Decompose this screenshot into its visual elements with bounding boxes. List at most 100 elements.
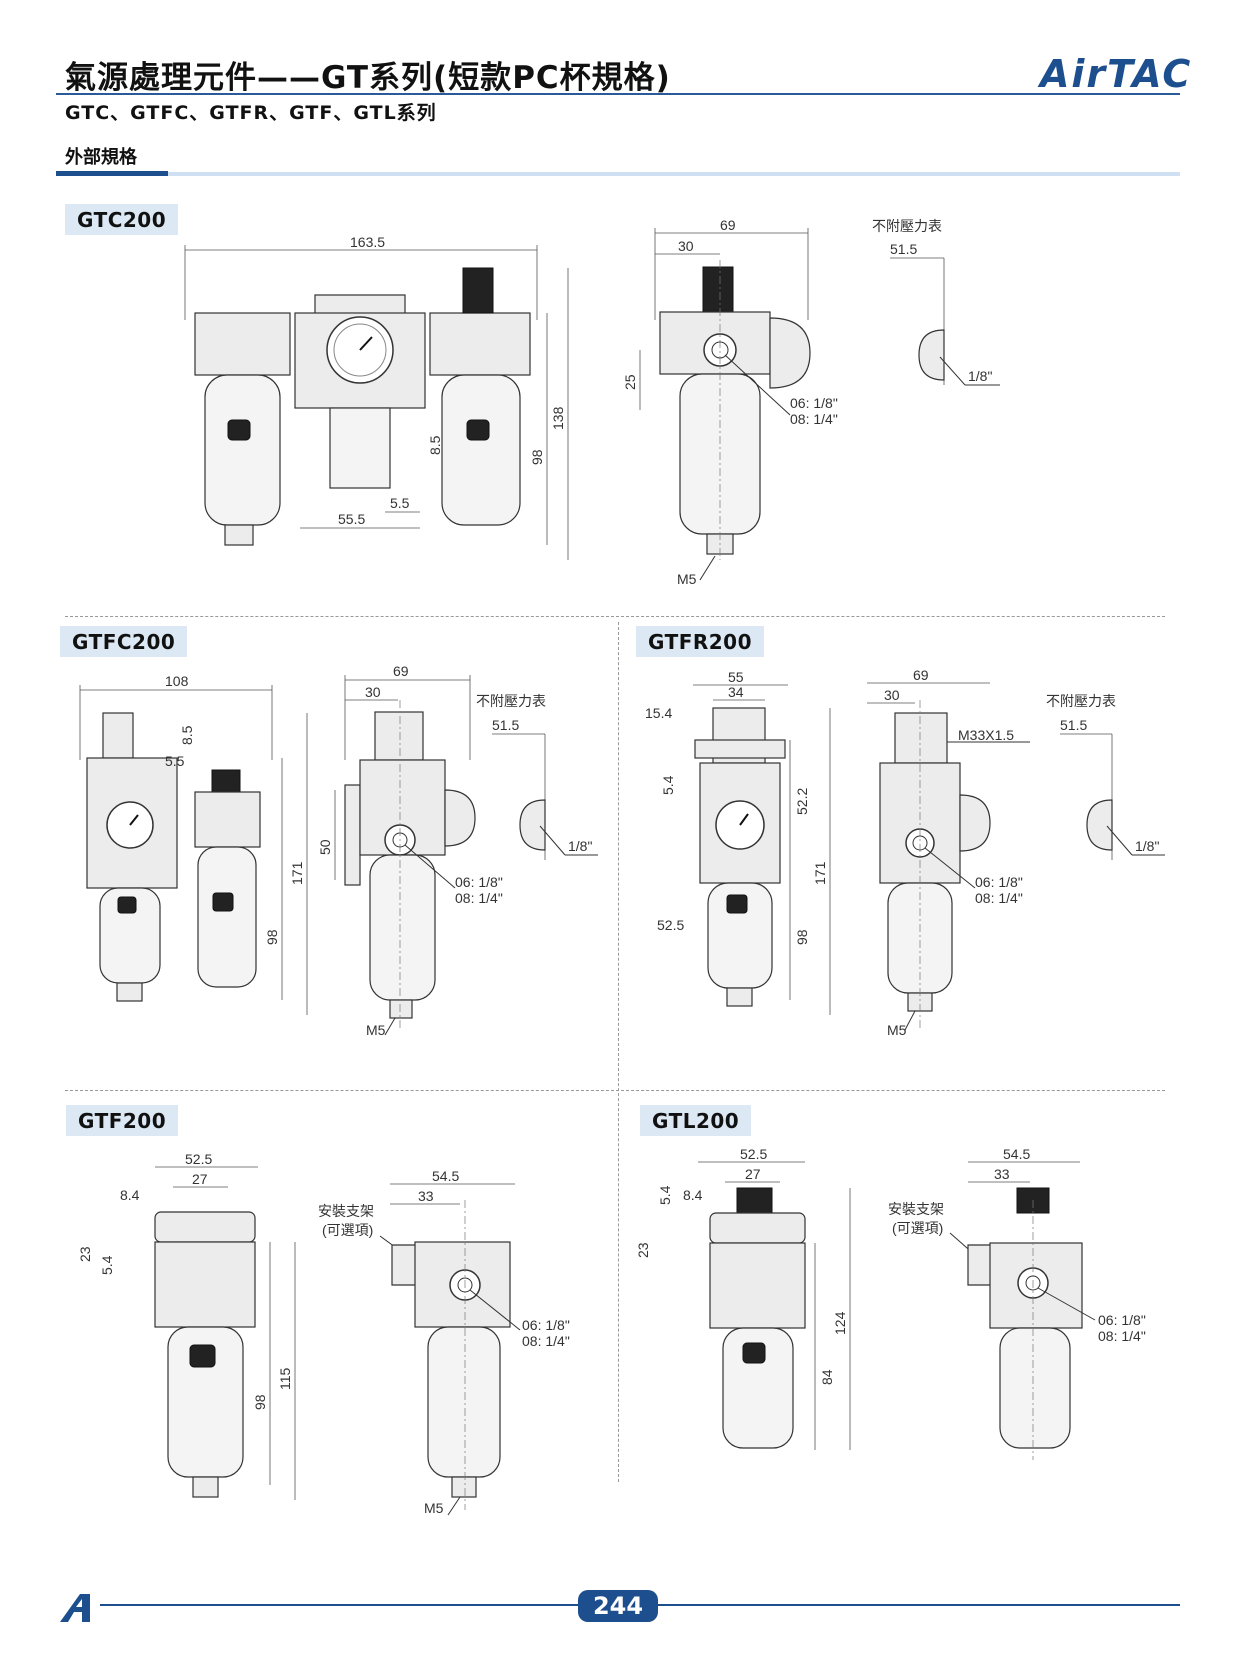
dim-gtc-138: 138 (550, 406, 566, 430)
dim-gtfr-34: 34 (728, 684, 744, 700)
gtfc-gauge-1-8: 1/8" (568, 838, 592, 854)
gtfr-gauge-51-5: 51.5 (1060, 717, 1087, 733)
dim-gtf-33: 33 (418, 1188, 434, 1204)
dim-gtl-8-4: 8.4 (683, 1187, 703, 1203)
dim-gtf-54-5: 54.5 (432, 1168, 459, 1184)
dim-gtl-23: 23 (635, 1242, 651, 1258)
port-gtfr-2: 08: 1/4" (975, 890, 1023, 906)
section-label: 外部規格 (65, 147, 137, 168)
gtc-front-view: 163.5 55.5 5.5 8.5 98 138 (184, 234, 569, 560)
port-gtfr-1: 06: 1/8" (975, 874, 1023, 890)
model-tag-gtfc: GTFC200 (60, 626, 188, 657)
model-tag-gtfr: GTFR200 (636, 626, 765, 657)
divider-column (618, 622, 619, 1482)
gtfc-front-view: 108 5.5 8.5 98 171 (79, 673, 308, 1015)
gtfc-gauge-label: 不附壓力表 (476, 693, 546, 709)
dim-gtf-98: 98 (252, 1394, 268, 1410)
brand-logo: AirTAC (1040, 52, 1193, 96)
model-tag-gtl: GTL200 (640, 1105, 752, 1136)
dim-gtc-8-5: 8.5 (427, 435, 443, 455)
dim-gtfc-108: 108 (165, 673, 189, 689)
footer-logo-icon (60, 1594, 90, 1622)
section-bar-light (168, 172, 1180, 176)
header-rule (56, 93, 1180, 95)
dim-gtc-width: 163.5 (350, 234, 385, 250)
dim-gtfc-5-5: 5.5 (165, 753, 185, 769)
gtc-side-view: 69 30 25 06: 1/8" 08: 1/4" M5 (622, 217, 838, 587)
dim-gtfc-50: 50 (317, 839, 333, 855)
dim-gtl-5-4: 5.4 (657, 1185, 673, 1205)
port-gtl-1: 06: 1/8" (1098, 1312, 1146, 1328)
dim-gtf-8-4: 8.4 (120, 1187, 140, 1203)
port-gtc-2: 08: 1/4" (790, 411, 838, 427)
page-subtitle: GTC、GTFC、GTFR、GTF、GTL系列 (65, 102, 437, 124)
dim-gtfr-30: 30 (884, 687, 900, 703)
port-gtf-m5: M5 (424, 1500, 444, 1516)
gtc-gauge-detail: 不附壓力表 51.5 1/8" (872, 218, 1000, 386)
gtfr-gauge-1-8: 1/8" (1135, 838, 1159, 854)
port-gtfc-m5: M5 (366, 1022, 386, 1038)
divider-row1 (65, 616, 1165, 617)
dim-gtf-5-4: 5.4 (99, 1255, 115, 1275)
dim-gtfr-55: 55 (728, 669, 744, 685)
dim-gtfr-171: 171 (812, 861, 828, 885)
port-gtf-1: 06: 1/8" (522, 1317, 570, 1333)
model-tag-gtf: GTF200 (66, 1105, 179, 1136)
dim-gtl-124: 124 (832, 1311, 848, 1335)
dim-gtf-23: 23 (77, 1246, 93, 1262)
gtf-bracket-optional: (可選項) (322, 1222, 373, 1238)
gtfr-gauge-label: 不附壓力表 (1046, 693, 1116, 709)
dim-gtfc-171: 171 (289, 861, 305, 885)
dim-gtl-84: 84 (819, 1369, 835, 1385)
gtc-gauge-51-5: 51.5 (890, 241, 917, 257)
dim-gtfc-69: 69 (393, 663, 409, 679)
port-gtc-m5: M5 (677, 571, 697, 587)
port-gtfc-2: 08: 1/4" (455, 890, 503, 906)
dim-gtc-55: 55.5 (338, 511, 365, 527)
dim-gtf-52-5: 52.5 (185, 1151, 212, 1167)
port-gtfr-m5: M5 (887, 1022, 907, 1038)
gtfc-side-view: 69 30 50 06: 1/8" 08: 1/4" M5 (317, 663, 503, 1038)
dim-gtfr-69: 69 (913, 667, 929, 683)
dim-gtfr-98: 98 (794, 929, 810, 945)
gtfr-gauge-detail: 不附壓力表 51.5 1/8" (1046, 693, 1165, 860)
dim-gtfc-30: 30 (365, 684, 381, 700)
dim-gtfr-52-2: 52.2 (794, 788, 810, 815)
dim-gtfr-15-4: 15.4 (645, 705, 672, 721)
section-bar (56, 171, 168, 176)
gtl-front-view: 52.5 27 8.4 5.4 23 84 124 (635, 1146, 851, 1450)
dim-gtc-98: 98 (529, 449, 545, 465)
gtfr-front-view: 55 34 15.4 5.4 52.5 52.2 98 171 (645, 669, 831, 1015)
page-number: 244 (578, 1590, 658, 1622)
gtc-gauge-1-8: 1/8" (968, 368, 992, 384)
dim-gtc-69: 69 (720, 217, 736, 233)
port-gtc-1: 06: 1/8" (790, 395, 838, 411)
model-tag-gtc: GTC200 (65, 204, 179, 235)
gtfc-gauge-detail: 不附壓力表 51.5 1/8" (476, 693, 598, 860)
gtc-gauge-label: 不附壓力表 (872, 218, 942, 234)
port-gtfc-1: 06: 1/8" (455, 874, 503, 890)
gtfr-side-view: 69 30 M33X1.5 06: 1/8" 08: 1/4" M5 (867, 667, 1030, 1038)
dim-gtf-115: 115 (277, 1367, 293, 1390)
dim-gtc-5-5: 5.5 (390, 495, 410, 511)
dim-gtfr-5-4: 5.4 (660, 775, 676, 795)
page-title: 氣源處理元件——GT系列(短款PC杯規格) (65, 60, 671, 96)
dim-gtc-25: 25 (622, 374, 638, 390)
dim-gtfr-52-5: 52.5 (657, 917, 684, 933)
gtl-bracket-optional: (可選項) (892, 1220, 943, 1236)
port-gtl-2: 08: 1/4" (1098, 1328, 1146, 1344)
dim-gtl-54-5: 54.5 (1003, 1146, 1030, 1162)
gtf-side-view: 54.5 33 安裝支架 (可選項) 06: 1/8" 08: 1/4" M5 (318, 1168, 570, 1516)
dim-gtl-27: 27 (745, 1166, 761, 1182)
dim-gtfc-98: 98 (264, 929, 280, 945)
gtl-side-view: 54.5 33 安裝支架 (可選項) 06: 1/8" 08: 1/4" (888, 1146, 1146, 1460)
port-gtf-2: 08: 1/4" (522, 1333, 570, 1349)
dim-gtf-27: 27 (192, 1171, 208, 1187)
gtf-front-view: 52.5 27 8.4 23 5.4 98 115 (77, 1151, 296, 1500)
divider-row2 (65, 1090, 1165, 1091)
dim-gtl-33: 33 (994, 1166, 1010, 1182)
dim-gtl-52-5: 52.5 (740, 1146, 767, 1162)
gtf-bracket-label: 安裝支架 (318, 1203, 374, 1219)
gtfc-gauge-51-5: 51.5 (492, 717, 519, 733)
